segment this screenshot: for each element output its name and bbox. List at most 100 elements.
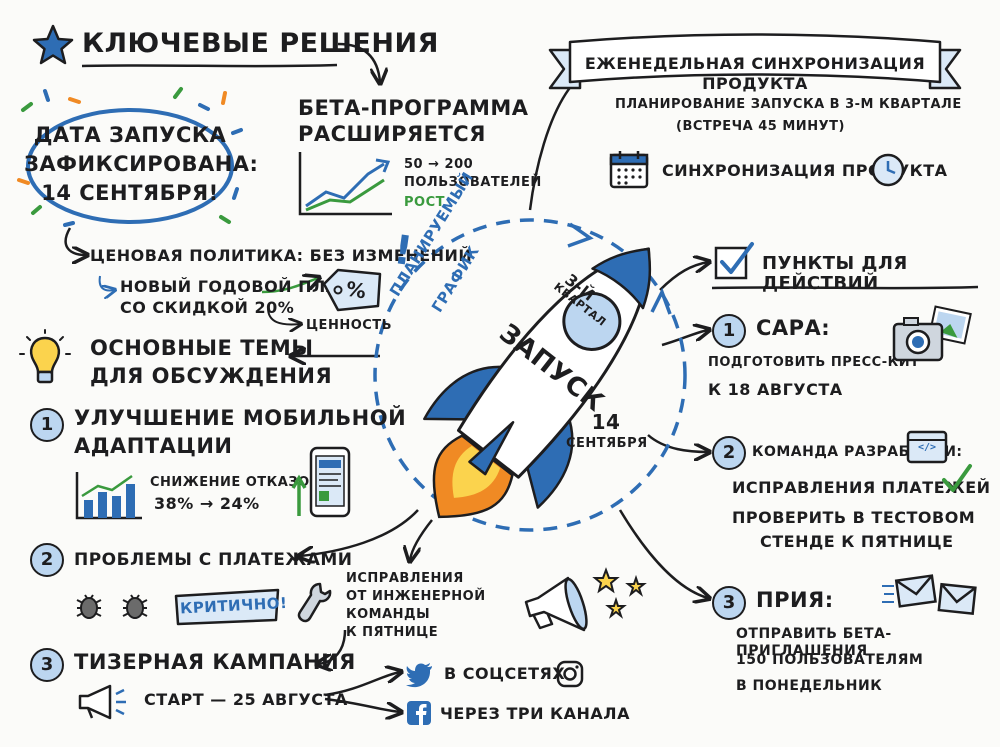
pricing-policy: Ценовая политика: без изменений (90, 246, 473, 265)
action-1-line2: к 18 августа (708, 380, 843, 399)
sparkle-stars-icon (592, 567, 647, 619)
sync-planning-line2: (встреча 45 минут) (676, 119, 845, 134)
action-3-number: 3 (712, 586, 746, 620)
orbit-circle (373, 218, 687, 532)
new-plan-line1: новый годовой план (120, 277, 353, 296)
beta-growth-chart (298, 152, 392, 216)
arrow-start-to-channels (324, 697, 400, 712)
sync-banner-title: Еженедельная синхронизация продукта (584, 54, 926, 93)
action-2-line3: стенде к пятнице (760, 532, 954, 551)
action-1-number: 1 (712, 314, 746, 348)
facebook-icon (407, 701, 431, 725)
action-1-line1: подготовить пресс-кит (708, 355, 920, 370)
bounce-values: 38% → 24% (154, 494, 260, 513)
launch-date-month: сентября (566, 436, 648, 451)
instagram-icon (556, 660, 584, 688)
topic-1-number: 1 (30, 408, 64, 442)
topic-3-line1: Тизерная кампания (74, 650, 356, 674)
confetti-decoration (17, 87, 243, 227)
critical-tag (174, 588, 280, 626)
beta-stat-line2: пользователей (404, 175, 542, 190)
arrow-fixes-to-teaser (318, 629, 347, 664)
action-2-line2: проверить в тестовом (732, 508, 976, 527)
beta-title-line2: расширяется (298, 122, 486, 146)
launch-date-line2: зафиксирована: (24, 152, 259, 176)
fixes-line1: Исправления (346, 571, 464, 586)
title-underline (81, 63, 338, 68)
action-1-owner: Сара: (756, 316, 831, 340)
topic-1-line1: Улучшение мобильной (74, 406, 407, 430)
key-decisions-title: Ключевые решения (82, 28, 439, 59)
launch-date-number: 14 (591, 410, 621, 434)
arrow-rocket-to-actions (659, 262, 708, 291)
wrench-icon (297, 582, 332, 623)
action-3-line2: 150 пользователям (736, 652, 924, 668)
arrow-start-to-social (324, 672, 400, 697)
fixes-line2: от инженерной (346, 589, 486, 604)
smartphone-icon (309, 446, 351, 518)
action-2-number: 2 (712, 436, 746, 470)
social-label: в соцсетях (444, 664, 566, 683)
bounce-bar-chart (75, 472, 142, 520)
fixes-line3: команды (346, 607, 431, 622)
beta-growth-label: рост (404, 195, 445, 210)
beta-title-line1: Бета-программа (298, 96, 529, 120)
value-label: ценность (306, 318, 393, 333)
topics-title-line2: для обсуждения (90, 364, 333, 388)
sync-planning-line1: Планирование запуска в 3-м квартале (615, 97, 962, 112)
envelope-icon (882, 574, 977, 615)
launch-oval (26, 108, 234, 224)
arrow-rocket-to-sync (528, 84, 573, 211)
bounce-up-arrow (291, 474, 307, 516)
bug-icon-2 (122, 594, 148, 619)
code-icon-text: </> (917, 442, 937, 453)
bug-icon (76, 594, 102, 619)
topic-2-number: 2 (30, 543, 64, 577)
arrow-pricing-to-plan (98, 275, 114, 290)
campaign-start: Старт — 25 августа (144, 690, 348, 709)
orbit-arrow-top (567, 222, 594, 248)
arrow-plan-to-tag (261, 278, 318, 294)
arrow-rocket-to-fixes (410, 519, 433, 560)
lightbulb-icon (19, 329, 71, 384)
orbit-arrow-right (650, 287, 672, 315)
new-plan-line2: со скидкой 20% (120, 298, 295, 317)
arrow-rocket-to-payments (300, 509, 419, 556)
arrow-to-action-1 (661, 330, 708, 347)
action-3-line1: отправить бета-приглашения (736, 626, 892, 659)
checkbox-icon (714, 242, 754, 280)
megaphone-icon-large (524, 576, 588, 632)
topic-2-line1: Проблемы с платежами (74, 550, 353, 570)
arrow-to-action-3 (618, 509, 708, 598)
star-icon (32, 24, 74, 65)
calendar-icon (609, 151, 649, 189)
price-tag-text: % (344, 276, 369, 304)
topics-title-line1: Основные темы (90, 336, 314, 360)
twitter-icon (406, 663, 432, 688)
camera-icon (892, 305, 972, 362)
channels-label: через три канала (440, 704, 630, 723)
arrow-to-action-2 (647, 434, 708, 452)
arrow-plan-to-value (267, 307, 300, 324)
action-3-line3: в понедельник (736, 678, 883, 694)
code-window-icon (906, 430, 948, 464)
launch-date-line1: Дата запуска (33, 123, 227, 147)
price-tag-icon (322, 268, 382, 312)
checkmark-icon (942, 464, 972, 492)
action-2-line1: исправления платежей (732, 478, 991, 497)
topic-1-line2: адаптации (74, 434, 233, 458)
topic-3-number: 3 (30, 648, 64, 682)
clock-icon (871, 153, 905, 187)
megaphone-icon-small (78, 684, 126, 720)
action-3-owner: Прия: (756, 588, 834, 612)
launch-date-line3: 14 сентября! (41, 181, 219, 205)
arrow-title-to-beta (337, 42, 380, 82)
beta-stat-line1: 50 → 200 (404, 157, 474, 172)
bounce-label: Снижение отказов: (150, 475, 326, 490)
fixes-line4: к пятнице (346, 625, 439, 640)
actions-title-underline (711, 285, 979, 290)
arrow-oval-to-pricing (64, 227, 86, 255)
rocket-illustration (423, 247, 652, 519)
sync-banner-ribbon (548, 33, 962, 90)
